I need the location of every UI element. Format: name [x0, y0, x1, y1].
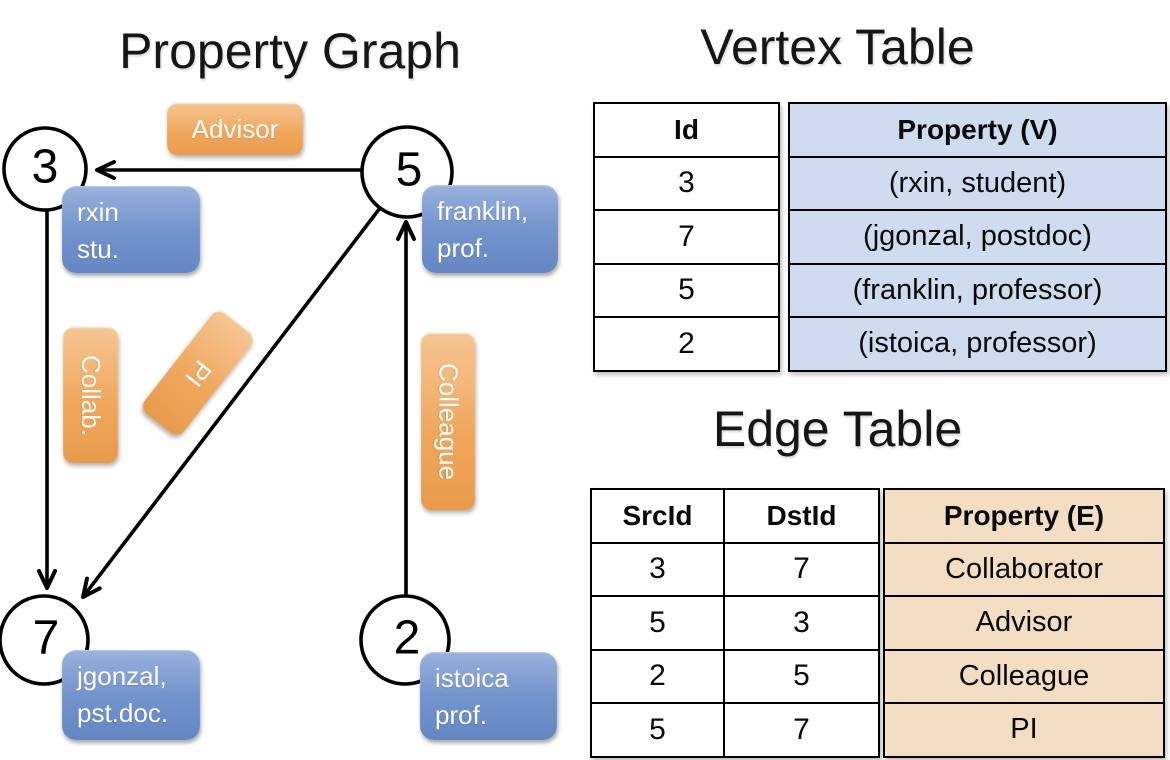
vertex-id-cell: 2 — [593, 316, 780, 372]
edge-label-colleague: Colleague — [421, 333, 475, 510]
table-row: (istoica, professor) — [788, 316, 1167, 372]
vertex-label-franklin: franklin, prof. — [422, 185, 558, 273]
vertex-label-franklin-line1: franklin, — [437, 196, 529, 226]
vertex-table-id-column: Id 3 7 5 2 — [593, 102, 780, 372]
vertex-property-header: Property (V) — [788, 102, 1167, 158]
edge-srcid-cell: 5 — [590, 595, 725, 651]
edge-srcid-cell: 3 — [590, 541, 725, 597]
vertex-label-jgonzal-line1: jgonzal, — [77, 661, 167, 691]
edge-table-id-columns: SrcId DstId 3 7 5 3 2 5 5 7 — [590, 488, 880, 758]
table-row: 2 — [593, 316, 780, 372]
edge-dstid-cell: 5 — [723, 648, 880, 704]
table-row: PI — [883, 702, 1165, 758]
edge-dstid-cell: 3 — [723, 595, 880, 651]
vertex-label-rxin-line2: stu. — [77, 233, 119, 264]
edge-property-header: Property (E) — [883, 488, 1165, 544]
table-row: (rxin, student) — [788, 155, 1167, 211]
table-row: 3 — [593, 155, 780, 211]
table-row: (jgonzal, postdoc) — [788, 209, 1167, 265]
table-row: Collaborator — [883, 541, 1165, 597]
table-row: Advisor — [883, 595, 1165, 651]
edge-property-cell: Advisor — [883, 595, 1165, 651]
table-row: (franklin, professor) — [788, 262, 1167, 318]
table-row: 5 — [593, 262, 780, 318]
vertex-label-jgonzal: jgonzal, pst.doc. — [62, 650, 200, 740]
edge-label-collab: Collab. — [63, 327, 118, 463]
node-id-5: 5 — [395, 143, 423, 197]
property-graph-title: Property Graph — [119, 23, 461, 79]
edge-dstid-cell: 7 — [723, 702, 880, 758]
vertex-id-cell: 5 — [593, 262, 780, 318]
vertex-property-cell: (franklin, professor) — [788, 262, 1167, 318]
vertex-label-istoica: istoica prof. — [420, 652, 557, 740]
node-id-3: 3 — [31, 140, 59, 194]
edge-table-title: Edge Table — [712, 401, 963, 457]
edge-line-pi-5-to-7 — [81, 206, 382, 599]
vertex-label-rxin-line1: rxin — [77, 197, 119, 227]
edge-dstid-header: DstId — [723, 488, 880, 544]
table-row: Colleague — [883, 648, 1165, 704]
node-id-2: 2 — [393, 611, 421, 665]
table-row: 5 7 — [590, 702, 880, 758]
edge-srcid-cell: 5 — [590, 702, 725, 758]
vertex-label-jgonzal-line2: pst.doc. — [77, 697, 169, 728]
edge-dstid-cell: 7 — [723, 541, 880, 597]
vertex-property-cell: (istoica, professor) — [788, 316, 1167, 372]
vertex-label-rxin: rxin stu. — [62, 186, 200, 273]
table-row: 3 7 — [590, 541, 880, 597]
vertex-label-franklin-line2: prof. — [437, 232, 490, 263]
vertex-label-istoica-line2: prof. — [435, 699, 488, 730]
vertex-id-cell: 3 — [593, 155, 780, 211]
vertex-id-cell: 7 — [593, 209, 780, 265]
vertex-label-istoica-line1: istoica — [435, 663, 509, 693]
table-row: 2 5 — [590, 648, 880, 704]
vertex-table-property-column: Property (V) (rxin, student) (jgonzal, p… — [788, 102, 1167, 372]
edge-srcid-header: SrcId — [590, 488, 725, 544]
vertex-property-cell: (jgonzal, postdoc) — [788, 209, 1167, 265]
edge-property-cell: PI — [883, 702, 1165, 758]
vertex-table-title: Vertex Table — [700, 19, 975, 75]
edge-property-cell: Collaborator — [883, 541, 1165, 597]
edge-label-advisor: Advisor — [167, 103, 303, 155]
edge-srcid-cell: 2 — [590, 648, 725, 704]
table-row: 5 3 — [590, 595, 880, 651]
node-id-7: 7 — [32, 611, 60, 665]
edge-table-property-column: Property (E) Collaborator Advisor Collea… — [883, 488, 1165, 758]
property-graph-canvas — [0, 125, 454, 686]
table-row: 7 — [593, 209, 780, 265]
vertex-id-header: Id — [593, 102, 780, 158]
vertex-property-cell: (rxin, student) — [788, 155, 1167, 211]
edge-property-cell: Colleague — [883, 648, 1165, 704]
